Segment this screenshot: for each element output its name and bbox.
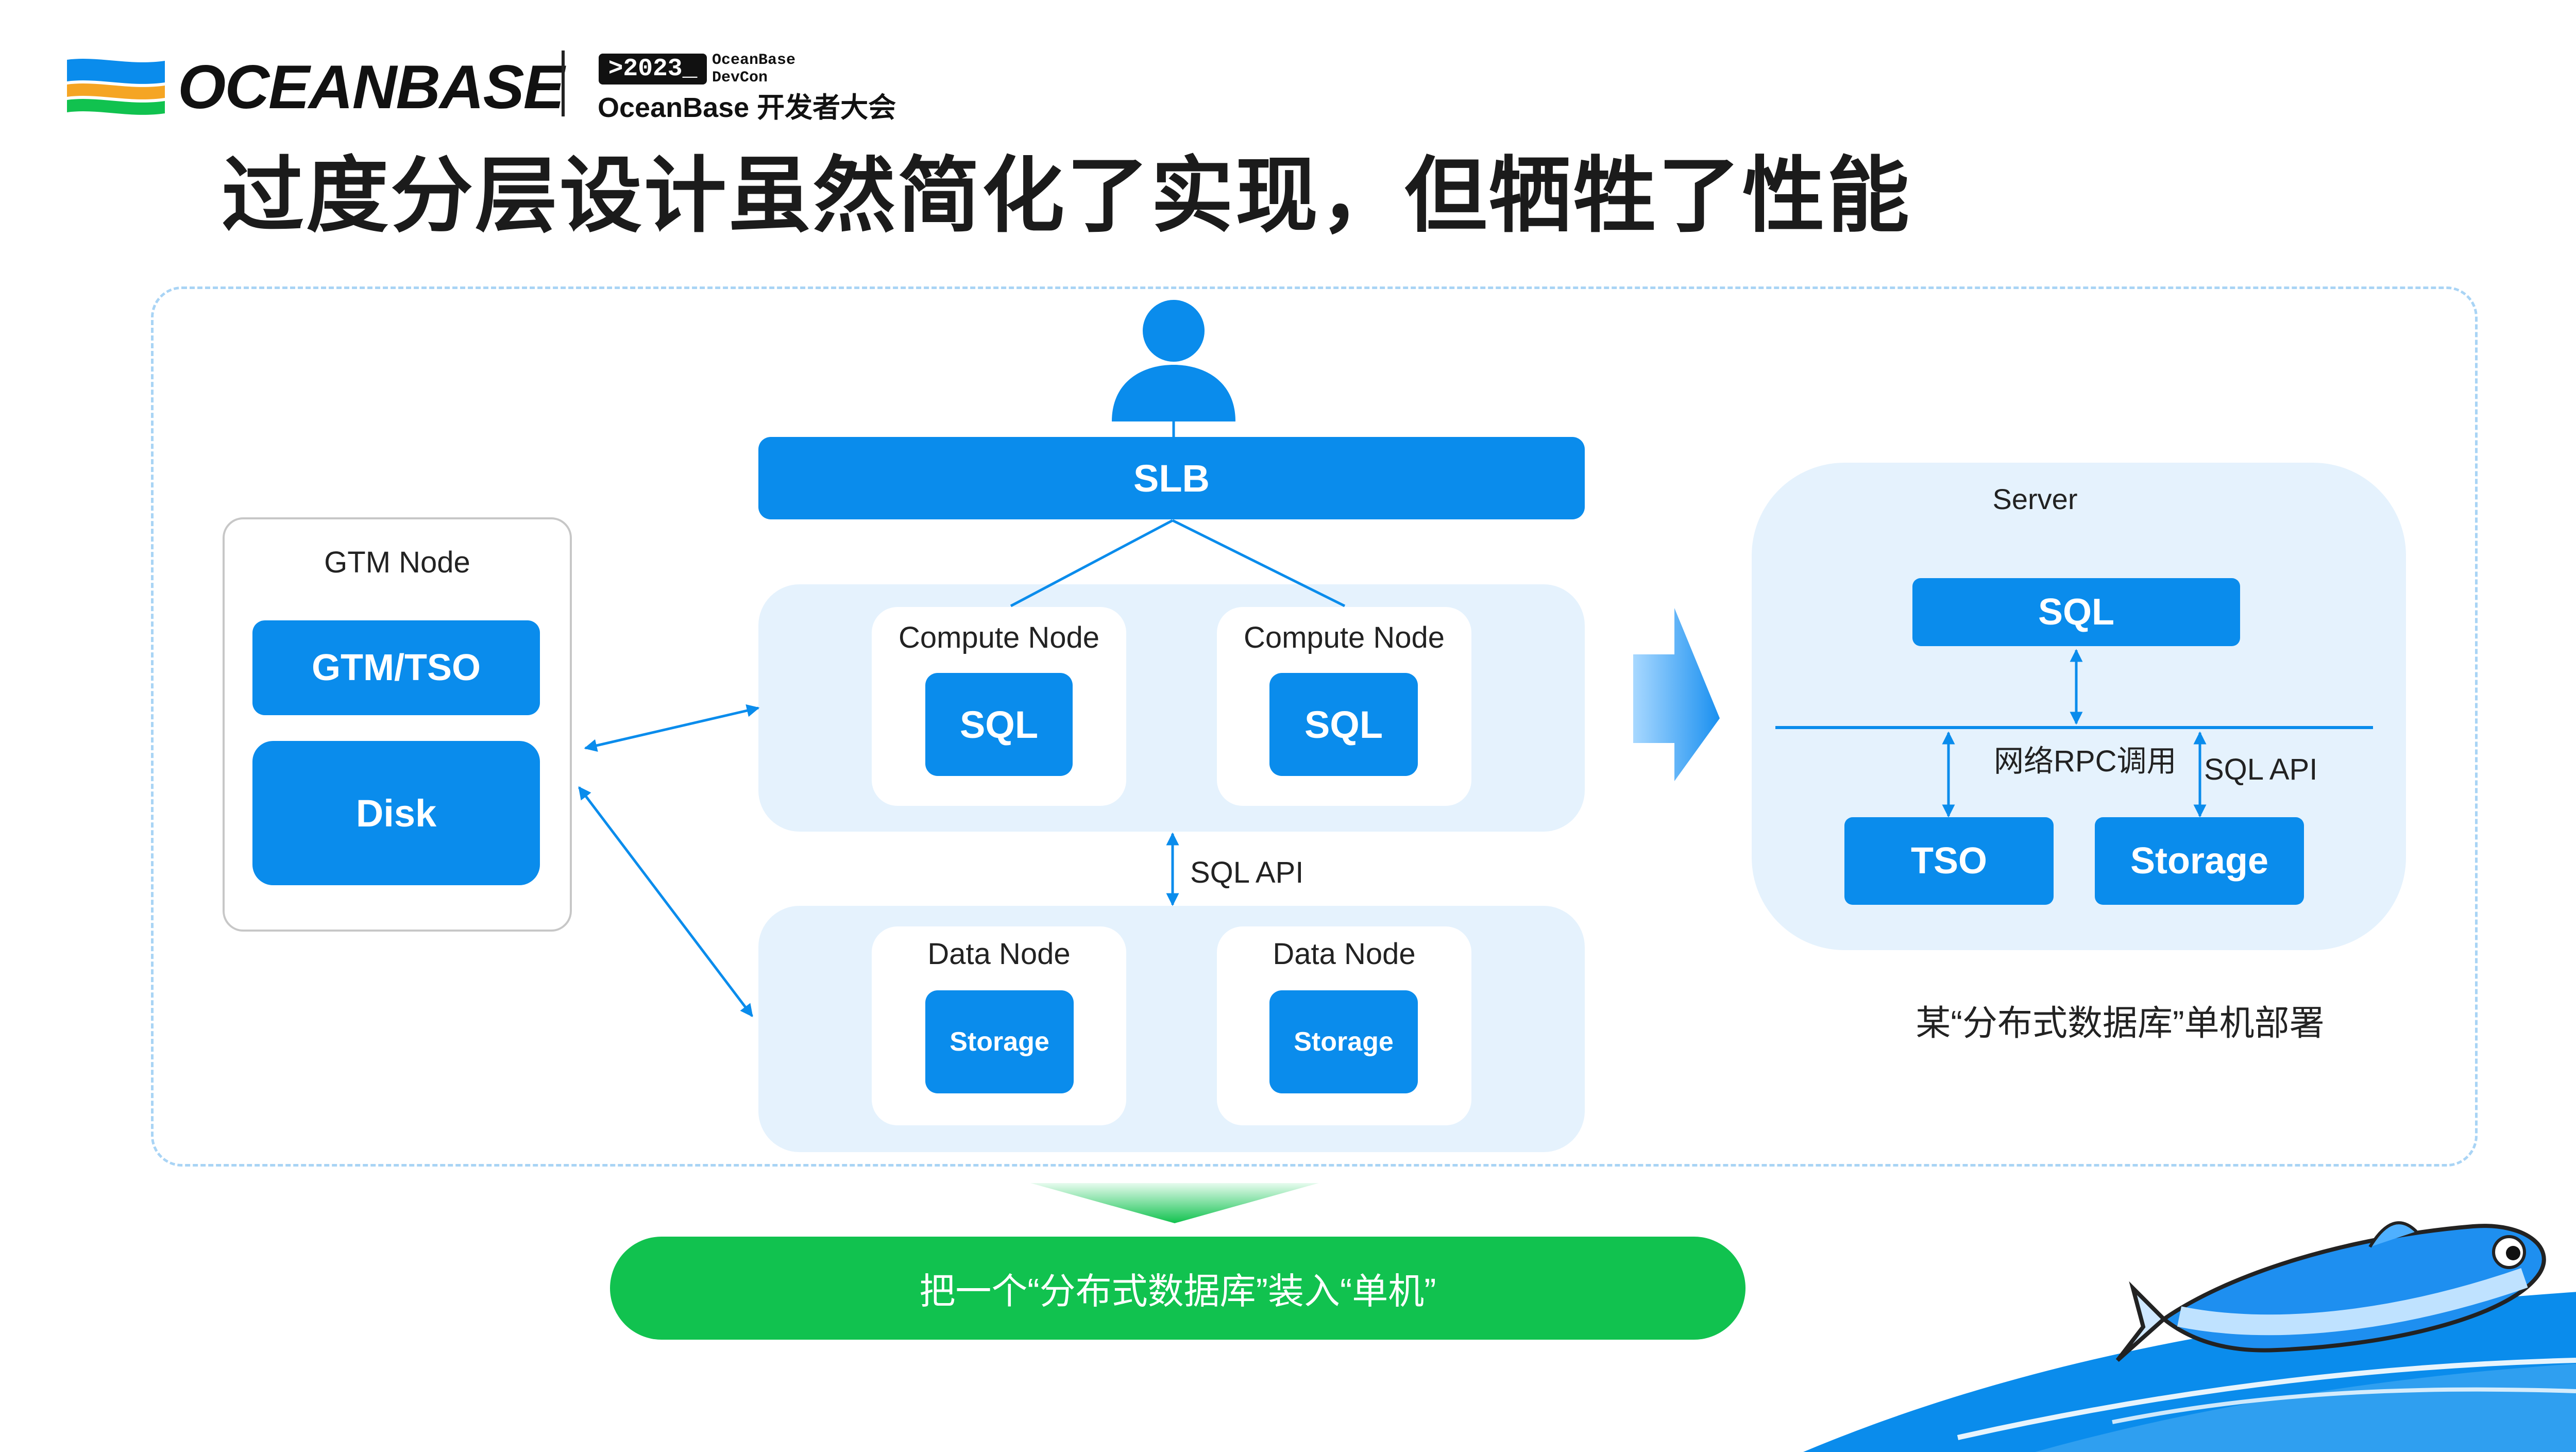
slb-to-compute-line — [1172, 519, 1346, 607]
sql-box: SQL — [925, 673, 1073, 776]
event-name-line2: DevCon — [712, 69, 768, 87]
storage-box: Storage — [925, 990, 1074, 1093]
transform-arrow-icon — [1633, 608, 1720, 781]
diagram-container — [151, 286, 2478, 1167]
compute-node-title: Compute Node — [1243, 621, 1445, 654]
server-storage-box: Storage — [2095, 817, 2304, 905]
event-name: OceanBase DevCon — [712, 52, 795, 87]
fish-mascot-icon — [2115, 1221, 2546, 1362]
event-year-badge: >2023_ — [599, 54, 707, 85]
data-node-title: Data Node — [927, 937, 1071, 971]
event-subtitle: OceanBase 开发者大会 — [598, 92, 896, 123]
oceanbase-logo-icon — [67, 59, 165, 115]
rpc-label: 网络RPC调用 — [1994, 745, 2177, 778]
compute-node-title: Compute Node — [898, 621, 1100, 654]
logo-wordmark: OCEANBASE — [178, 53, 565, 122]
slb-box: SLB — [758, 437, 1585, 519]
sql-box: SQL — [1269, 673, 1418, 776]
page-title: 过度分层设计虽然简化了实现，但牺牲了性能 — [221, 149, 1911, 242]
server-tso-box: TSO — [1844, 817, 2054, 905]
wave-shape — [2035, 1363, 2576, 1452]
funnel-triangle — [1030, 1183, 1319, 1223]
gtm-data-arrow — [578, 786, 753, 1017]
event-name-line1: OceanBase — [712, 52, 796, 69]
server-title: Server — [1992, 483, 2078, 515]
gtm-node-title: GTM Node — [324, 546, 470, 579]
logo-divider — [562, 50, 565, 116]
oceanbase-logo — [67, 56, 165, 120]
sql-api-label: SQL API — [1190, 856, 1304, 889]
bottom-banner: 把一个“分布式数据库”装入“单机” — [610, 1237, 1745, 1340]
slb-to-compute-line — [1010, 519, 1174, 607]
user-icon — [1112, 300, 1235, 421]
gtm-tso-box: GTM/TSO — [252, 620, 540, 715]
server-sql-box: SQL — [1912, 578, 2240, 646]
disk-box: Disk — [252, 741, 540, 885]
data-node-title: Data Node — [1273, 937, 1416, 971]
storage-box: Storage — [1269, 990, 1418, 1093]
server-caption: 某“分布式数据库”单机部署 — [1916, 1004, 2325, 1043]
gtm-compute-arrow — [584, 704, 760, 752]
server-sql-api-label: SQL API — [2204, 753, 2318, 786]
